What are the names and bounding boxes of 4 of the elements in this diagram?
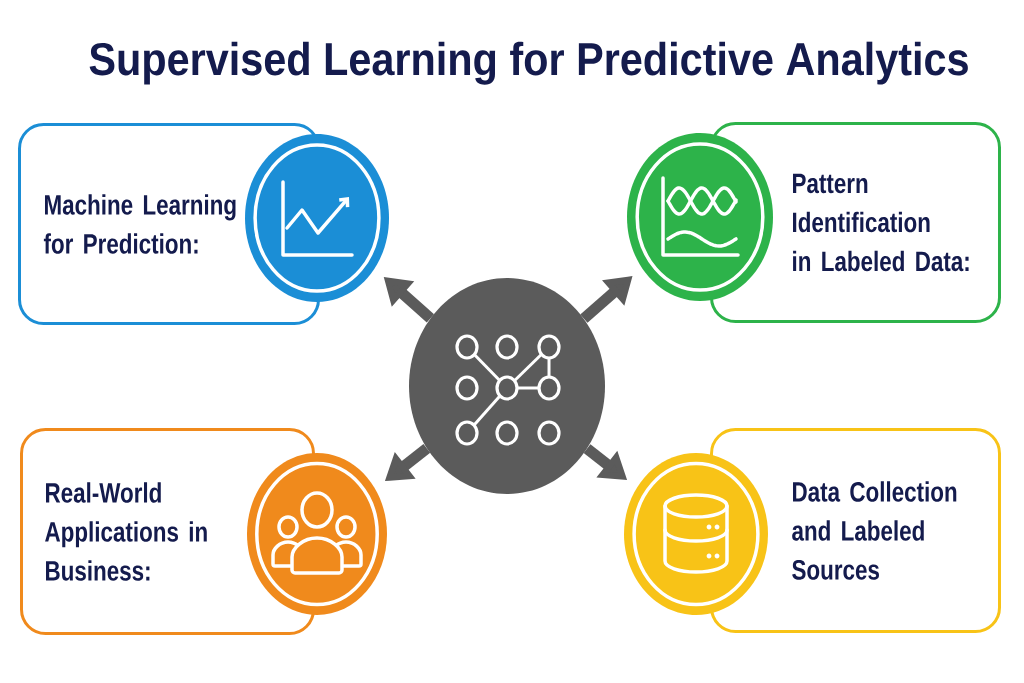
title: Supervised Learning for Predictive Analytics xyxy=(89,41,968,85)
icon-circle xyxy=(245,134,389,302)
icon-circle xyxy=(627,133,773,301)
icon-circle xyxy=(624,453,768,615)
